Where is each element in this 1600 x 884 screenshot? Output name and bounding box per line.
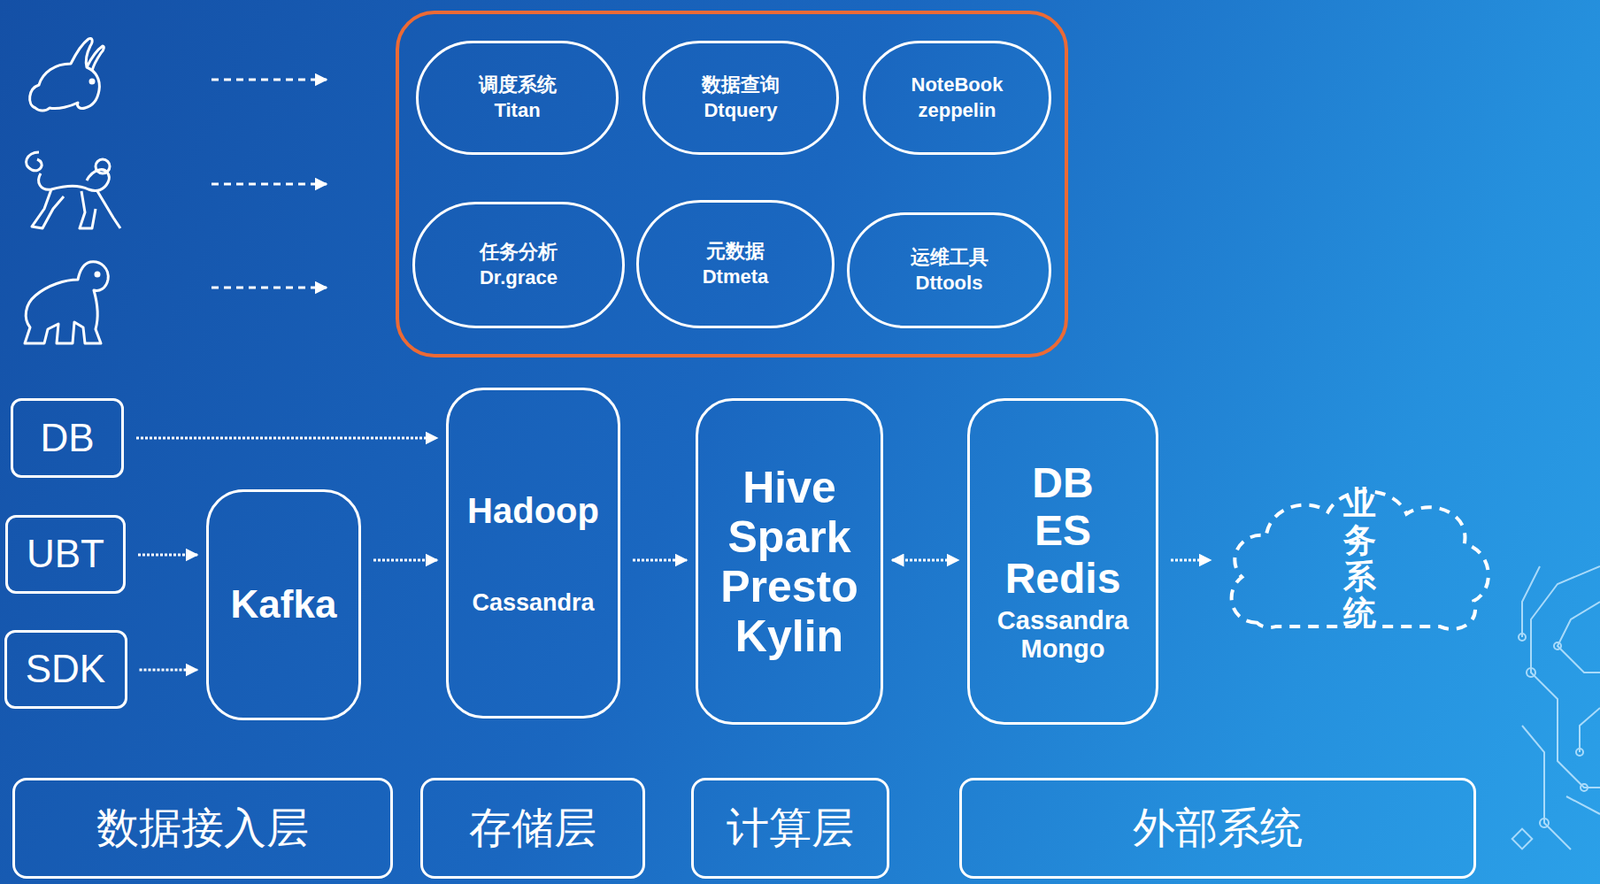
module-box: 运维工具Dttools xyxy=(846,212,1052,329)
layer-band: 数据接入层 xyxy=(12,777,393,879)
business-cloud: 业务 系统 xyxy=(1219,474,1500,643)
node-title: 数据查询 xyxy=(701,73,780,97)
external-box: DB ES RedisCassandra Mongo xyxy=(967,398,1159,725)
node-title: SDK xyxy=(25,646,106,693)
flow-arrow xyxy=(1170,559,1211,562)
node-title: 数据接入层 xyxy=(96,802,309,854)
node-title: UBT xyxy=(26,530,105,578)
flow-arrow xyxy=(373,559,438,562)
node-title: 外部系统 xyxy=(1132,802,1303,854)
source-box: DB xyxy=(10,398,124,478)
node-title: DB ES Redis xyxy=(1005,459,1122,602)
node-title: Hadoop xyxy=(467,489,600,532)
node-title: 存储层 xyxy=(469,802,597,854)
node-title: 调度系统 xyxy=(478,73,557,97)
node-title: NoteBook xyxy=(911,73,1004,97)
dashed-arrow xyxy=(211,79,327,288)
module-box: 调度系统Titan xyxy=(415,40,619,155)
node-title: DB xyxy=(39,415,94,462)
layer-band: 存储层 xyxy=(420,777,646,879)
module-box: 数据查询Dtquery xyxy=(642,40,839,155)
node-title: Hive Spark Presto Kylin xyxy=(720,462,859,662)
node-title: 任务分析 xyxy=(479,240,558,264)
source-box: UBT xyxy=(5,515,126,594)
module-box: 元数据Dtmeta xyxy=(636,200,835,329)
node-title: 业务 系统 xyxy=(1343,484,1377,632)
gorilla-icon xyxy=(24,261,108,344)
node-title: 计算层 xyxy=(726,802,854,854)
node-subtitle: Cassandra xyxy=(471,588,594,617)
rabbit-icon xyxy=(30,38,105,111)
module-box: 任务分析Dr.grace xyxy=(412,201,625,329)
flow-arrow xyxy=(136,437,438,440)
storage-box: HadoopCassandra xyxy=(446,387,621,719)
node-title: Kafka xyxy=(230,581,338,629)
flow-arrow xyxy=(138,553,198,557)
node-title: 元数据 xyxy=(706,239,765,263)
monkey-icon xyxy=(26,152,121,229)
source-box: SDK xyxy=(4,630,128,709)
node-subtitle: Dtquery xyxy=(703,99,777,123)
queue-box: Kafka xyxy=(206,489,362,721)
node-subtitle: Dtmeta xyxy=(702,265,770,289)
layer-band: 外部系统 xyxy=(959,777,1477,879)
flow-arrow xyxy=(632,559,687,562)
node-title: 运维工具 xyxy=(910,246,989,270)
node-subtitle: Dttools xyxy=(915,271,984,295)
group-frame xyxy=(397,12,1067,356)
node-subtitle: Cassandra Mongo xyxy=(997,606,1129,664)
circuit-decoration xyxy=(1512,566,1600,850)
node-subtitle: zeppelin xyxy=(917,99,996,123)
layer-band: 计算层 xyxy=(691,777,890,879)
module-box: NoteBookzeppelin xyxy=(862,40,1052,155)
flow-arrow xyxy=(139,669,199,672)
node-subtitle: Titan xyxy=(493,99,540,123)
flow-arrow xyxy=(892,559,959,562)
compute-box: Hive Spark Presto Kylin xyxy=(695,398,884,725)
node-subtitle: Dr.grace xyxy=(479,266,558,290)
